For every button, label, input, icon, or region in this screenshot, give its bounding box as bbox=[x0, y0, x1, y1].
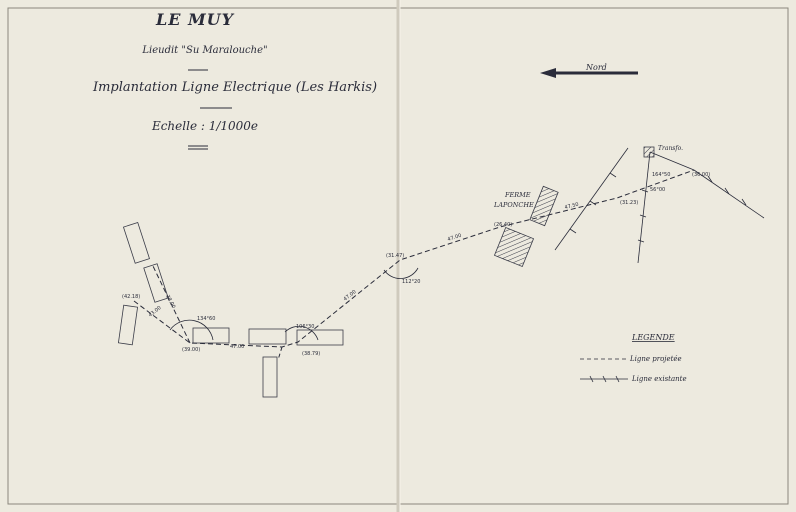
locality-label: Lieudit "Su Maralouche" bbox=[142, 45, 268, 56]
point-label: (38.79) bbox=[302, 351, 320, 357]
existing-line bbox=[649, 151, 695, 171]
building bbox=[122, 221, 150, 264]
proposed-branch bbox=[151, 263, 191, 344]
building bbox=[192, 327, 230, 344]
segment-label: 47.00 bbox=[447, 233, 462, 243]
angle-label: 56°00 bbox=[650, 187, 665, 193]
point-label: (31.23) bbox=[620, 200, 638, 206]
farm-label-1: FERME bbox=[504, 191, 531, 199]
angle-arc bbox=[383, 267, 419, 279]
angle-label: 134°60 bbox=[197, 316, 215, 322]
point-label: (36.00) bbox=[692, 172, 710, 178]
legend-heading: LEGENDE bbox=[631, 333, 675, 342]
legend-swatch-ticks bbox=[589, 375, 620, 383]
point-label: (31.47) bbox=[386, 253, 404, 259]
buildings bbox=[117, 221, 344, 398]
angle-label: 112°20 bbox=[402, 279, 420, 285]
point-label: (39.00) bbox=[182, 347, 200, 353]
map-subtitle: Implantation Ligne Electrique (Les Harki… bbox=[92, 80, 378, 95]
farm-building bbox=[493, 226, 535, 268]
existing-line-ticks bbox=[569, 172, 747, 243]
north-arrow-shaft bbox=[556, 71, 638, 75]
angle-arcs bbox=[169, 267, 419, 341]
building bbox=[296, 329, 344, 346]
point-label: (42.18) bbox=[122, 294, 140, 300]
map-title: LE MUY bbox=[155, 10, 235, 29]
building bbox=[262, 356, 278, 398]
north-arrow: Nord bbox=[540, 63, 638, 78]
angle-label: 164°50 bbox=[652, 172, 670, 178]
farm-buildings bbox=[493, 146, 655, 268]
angle-label: 106°30 bbox=[296, 324, 314, 330]
transfo-label: Transfo. bbox=[658, 145, 683, 152]
segment-label: 47.50 bbox=[564, 202, 579, 211]
angle-arc bbox=[169, 319, 214, 341]
transformer-building bbox=[643, 146, 655, 158]
legend-label-existing: Ligne existante bbox=[631, 375, 687, 383]
north-label: Nord bbox=[585, 63, 607, 72]
proposed-line bbox=[133, 169, 695, 348]
angle-labels: 134°60 106°30 112°20 164°50 56°00 bbox=[197, 172, 670, 330]
segment-label: 47.00 bbox=[230, 344, 244, 350]
north-arrow-head bbox=[540, 68, 556, 78]
legend-label-proposed: Ligne projetée bbox=[629, 355, 682, 363]
farm-building bbox=[529, 185, 559, 227]
building bbox=[117, 304, 139, 346]
point-labels: (42.18) (39.00) (38.79) (31.47) (26.40) … bbox=[122, 172, 710, 357]
legend: LEGENDE Ligne projetée Ligne existante bbox=[580, 333, 687, 383]
segment-label: 38.00 bbox=[164, 294, 176, 309]
scale-label: Echelle : 1/1000e bbox=[151, 119, 259, 133]
existing-line bbox=[637, 151, 651, 264]
building bbox=[248, 328, 287, 345]
farm-label-2: LAPONCHE bbox=[493, 201, 534, 209]
building bbox=[143, 263, 169, 303]
angle-arc bbox=[284, 325, 319, 341]
proposed-stub bbox=[277, 346, 283, 361]
existing-line bbox=[554, 147, 629, 251]
point-label: (26.40) bbox=[494, 222, 512, 228]
